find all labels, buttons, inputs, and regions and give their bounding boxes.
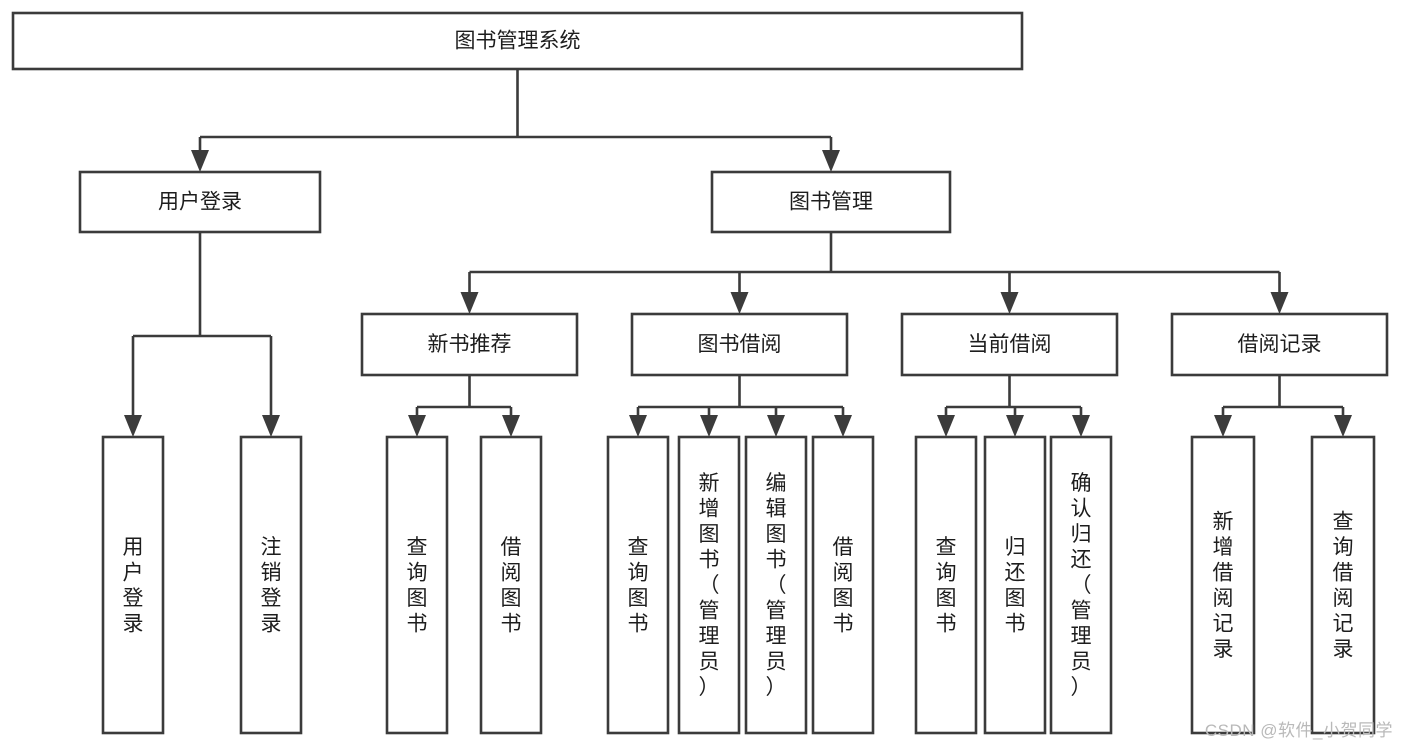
- edges-layer: [124, 69, 1352, 437]
- node-label: 查询图书: [407, 536, 428, 636]
- node-leaf-query-book-2[interactable]: 查询图书: [606, 435, 670, 735]
- node-label: 查询图书: [628, 536, 649, 636]
- node-box: [710, 170, 952, 234]
- edge-group-book-borrow: [629, 375, 852, 437]
- watermark-text: CSDN @软件_小贺同学: [1204, 721, 1393, 740]
- node-book-management[interactable]: 图书管理: [710, 170, 952, 234]
- node-borrow-record[interactable]: 借阅记录: [1170, 312, 1389, 377]
- edge-group-user-login: [124, 232, 280, 437]
- node-root[interactable]: 图书管理系统: [11, 11, 1024, 71]
- node-box: [914, 435, 978, 735]
- node-leaf-add-borrow-record[interactable]: 新增借阅记录: [1190, 435, 1256, 735]
- node-box: [744, 435, 808, 735]
- node-box: [78, 170, 322, 234]
- node-leaf-borrow-book-2[interactable]: 借阅图书: [811, 435, 875, 735]
- node-label: 借阅图书: [501, 536, 522, 636]
- node-leaf-query-book-3[interactable]: 查询图书: [914, 435, 978, 735]
- node-label: 借阅图书: [833, 536, 854, 636]
- node-leaf-query-book-1[interactable]: 查询图书: [385, 435, 449, 735]
- node-box: [239, 435, 303, 735]
- node-box: [385, 435, 449, 735]
- node-leaf-confirm-return[interactable]: 确认归还（管理员）: [1049, 435, 1113, 735]
- nodes-layer: 图书管理系统用户登录图书管理新书推荐图书借阅当前借阅借阅记录用户登录注销登录查询…: [11, 11, 1389, 735]
- node-label: 确认归还（管理员）: [1071, 472, 1092, 699]
- node-label: 图书管理系统: [455, 30, 581, 53]
- node-box: [630, 312, 849, 377]
- node-leaf-add-book[interactable]: 新增图书（管理员）: [677, 435, 741, 735]
- node-label: 查询图书: [936, 536, 957, 636]
- edge-group-new-book-recommend: [408, 375, 520, 437]
- node-label: 用户登录: [123, 536, 144, 636]
- arrow-head-icon: [1214, 415, 1232, 437]
- arrow-head-icon: [502, 415, 520, 437]
- node-user-login[interactable]: 用户登录: [78, 170, 322, 234]
- edge-group-borrow-record: [1214, 375, 1352, 437]
- node-box: [983, 435, 1047, 735]
- node-leaf-edit-book[interactable]: 编辑图书（管理员）: [744, 435, 808, 735]
- arrow-head-icon: [1006, 415, 1024, 437]
- arrow-head-icon: [1072, 415, 1090, 437]
- node-label: 注销登录: [261, 536, 282, 636]
- node-box: [677, 435, 741, 735]
- node-box: [360, 312, 579, 377]
- arrow-head-icon: [124, 415, 142, 437]
- node-box: [1190, 435, 1256, 735]
- arrow-head-icon: [191, 150, 209, 172]
- node-label: 当前借阅: [968, 333, 1052, 356]
- node-leaf-logout-login[interactable]: 注销登录: [239, 435, 303, 735]
- node-label: 图书管理: [789, 191, 873, 214]
- edge-group-root: [191, 69, 840, 172]
- node-current-borrow[interactable]: 当前借阅: [900, 312, 1119, 377]
- node-label: 归还图书: [1005, 536, 1026, 636]
- node-leaf-query-borrow-record[interactable]: 查询借阅记录: [1310, 435, 1376, 735]
- arrow-head-icon: [730, 292, 749, 314]
- node-label: 新书推荐: [428, 333, 512, 356]
- node-box: [900, 312, 1119, 377]
- node-new-book-recommend[interactable]: 新书推荐: [360, 312, 579, 377]
- arrow-head-icon: [822, 150, 840, 172]
- arrow-head-icon: [834, 415, 852, 437]
- node-box: [1170, 312, 1389, 377]
- node-box: [11, 11, 1024, 71]
- node-label: 新增图书（管理员）: [699, 472, 720, 699]
- node-box: [1049, 435, 1113, 735]
- arrow-head-icon: [629, 415, 647, 437]
- arrow-head-icon: [1000, 292, 1019, 314]
- node-book-borrow[interactable]: 图书借阅: [630, 312, 849, 377]
- node-leaf-borrow-book-1[interactable]: 借阅图书: [479, 435, 543, 735]
- edge-group-book-management: [460, 232, 1289, 314]
- node-box: [606, 435, 670, 735]
- arrow-head-icon: [767, 415, 785, 437]
- node-leaf-user-login[interactable]: 用户登录: [101, 435, 165, 735]
- node-box: [811, 435, 875, 735]
- arrow-head-icon: [460, 292, 479, 314]
- node-label: 图书借阅: [698, 333, 782, 356]
- arrow-head-icon: [262, 415, 280, 437]
- node-box: [479, 435, 543, 735]
- arrow-head-icon: [700, 415, 718, 437]
- node-label: 编辑图书（管理员）: [766, 472, 787, 699]
- arrow-head-icon: [1270, 292, 1289, 314]
- node-label: 用户登录: [158, 191, 242, 214]
- arrow-head-icon: [408, 415, 426, 437]
- edge-group-current-borrow: [937, 375, 1090, 437]
- node-box: [1310, 435, 1376, 735]
- node-box: [101, 435, 165, 735]
- arrow-head-icon: [937, 415, 955, 437]
- node-label: 查询借阅记录: [1333, 510, 1354, 661]
- node-label: 借阅记录: [1238, 333, 1322, 356]
- node-leaf-return-book[interactable]: 归还图书: [983, 435, 1047, 735]
- node-label: 新增借阅记录: [1213, 510, 1234, 661]
- arrow-head-icon: [1334, 415, 1352, 437]
